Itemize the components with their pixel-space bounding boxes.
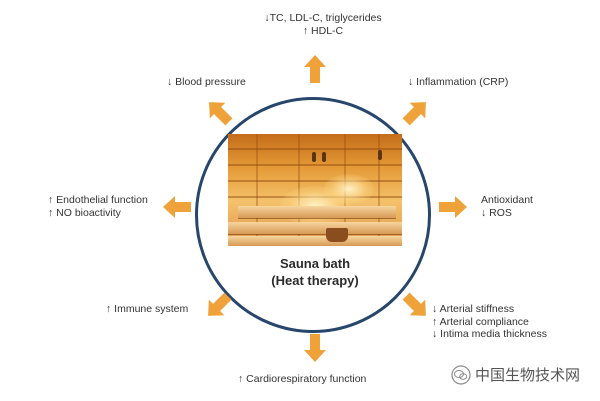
arrow-down-left (203, 291, 233, 321)
arrow-up (304, 55, 326, 83)
label-blood-pressure: ↓ Blood pressure (167, 76, 246, 89)
label-lipids-line2: ↑ HDL-C (302, 24, 344, 37)
label-inflammation: ↓ Inflammation (CRP) (408, 76, 508, 89)
arrow-down-right (401, 291, 431, 321)
sauna-photo (228, 134, 402, 246)
label-arterial-line1: ↓ Arterial stiffness (432, 303, 515, 315)
label-lipids-line1: ↓TC, LDL-C, triglycerides (264, 12, 382, 24)
wechat-icon (451, 364, 471, 385)
arrow-up-right (401, 97, 431, 127)
label-cardio-line1: ↑ Cardiorespiratory function (238, 373, 367, 385)
arrow-up-left (204, 97, 234, 127)
label-cardio: ↑ Cardiorespiratory function (238, 373, 366, 386)
label-arterial: ↓ Arterial stiffness ↑ Arterial complian… (432, 303, 547, 341)
label-antioxidant-line2: ↓ ROS (481, 206, 512, 219)
label-antioxidant-line1: Antioxidant (481, 194, 533, 206)
label-endothelial-line1: ↑ Endothelial function (48, 194, 148, 206)
center-title-line1: Sauna bath (279, 256, 351, 271)
label-immune: ↑ Immune system (106, 303, 188, 316)
arrow-left (163, 196, 191, 218)
label-lipids: ↓TC, LDL-C, triglycerides ↑ HDL-C (253, 12, 393, 37)
arrow-right (439, 196, 467, 218)
watermark-text: 中国生物技术网 (475, 367, 581, 384)
center-title-line2: (Heat therapy) (271, 273, 359, 288)
label-arterial-line2: ↑ Arterial compliance (432, 315, 529, 328)
label-antioxidant: Antioxidant ↓ ROS (481, 194, 533, 219)
label-inflammation-line1: ↓ Inflammation (CRP) (408, 76, 509, 88)
label-endothelial: ↑ Endothelial function ↑ NO bioactivity (48, 194, 148, 219)
watermark: 中国生物技术网 (451, 364, 580, 385)
label-endothelial-line2: ↑ NO bioactivity (48, 206, 121, 219)
label-arterial-line3: ↓ Intima media thickness (432, 328, 547, 340)
label-blood-pressure-line1: ↓ Blood pressure (167, 76, 246, 88)
label-immune-line1: ↑ Immune system (106, 303, 189, 315)
arrow-down (304, 334, 326, 362)
